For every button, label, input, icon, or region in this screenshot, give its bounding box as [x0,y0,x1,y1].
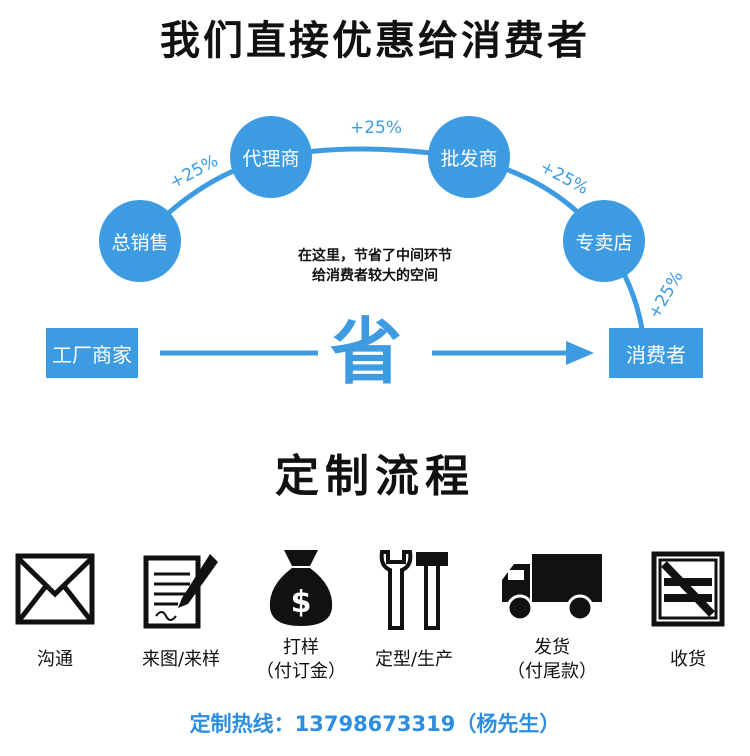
markup-label: +25% [350,118,403,138]
step-label-communicate: 沟通 [5,648,105,672]
factory-box: 工厂商家 [46,328,138,378]
step-label-text: 打样 [283,637,319,658]
hotline: 定制热线：13798673319（杨先生） [189,712,561,736]
crate-icon [650,550,726,628]
section-title: 定制流程 [275,451,475,502]
save-character: 省 [330,310,403,394]
step-label-ship: 发货 （付尾款） [492,636,612,684]
step-label-production: 定型/生产 [359,648,469,672]
svg-text:$: $ [291,585,312,620]
step-label-drawing: 来图/来样 [126,648,236,672]
node-agent: 代理商 [230,116,312,198]
step-label-text: 定型/生产 [374,649,454,670]
step-label-receive: 收货 [638,648,738,672]
tools-icon [376,546,452,632]
step-label-text: 收货 [670,649,706,670]
step-label-subtext: （付订金） [256,661,346,682]
node-wholesaler: 批发商 [428,116,510,198]
savings-line-2: 给消费者较大的空间 [312,268,438,284]
truck-icon [500,552,604,624]
consumer-box: 消费者 [609,328,703,378]
step-label-subtext: （付尾款） [507,661,597,682]
step-label-text: 来图/来样 [141,649,221,670]
node-general-sales: 总销售 [99,200,181,282]
document-pen-icon [142,550,220,630]
page-title: 我们直接优惠给消费者 [160,18,590,64]
node-store: 专卖店 [563,200,645,282]
money-bag-icon: $ [266,546,336,630]
savings-line-1: 在这里，节省了中间环节 [298,248,452,264]
step-label-sample: 打样 （付订金） [241,636,361,684]
arrow-head [566,341,594,365]
step-label-text: 发货 [534,637,570,658]
step-label-text: 沟通 [37,649,73,670]
savings-note: 在这里，节省了中间环节 给消费者较大的空间 [245,246,505,286]
envelope-icon [14,552,96,628]
